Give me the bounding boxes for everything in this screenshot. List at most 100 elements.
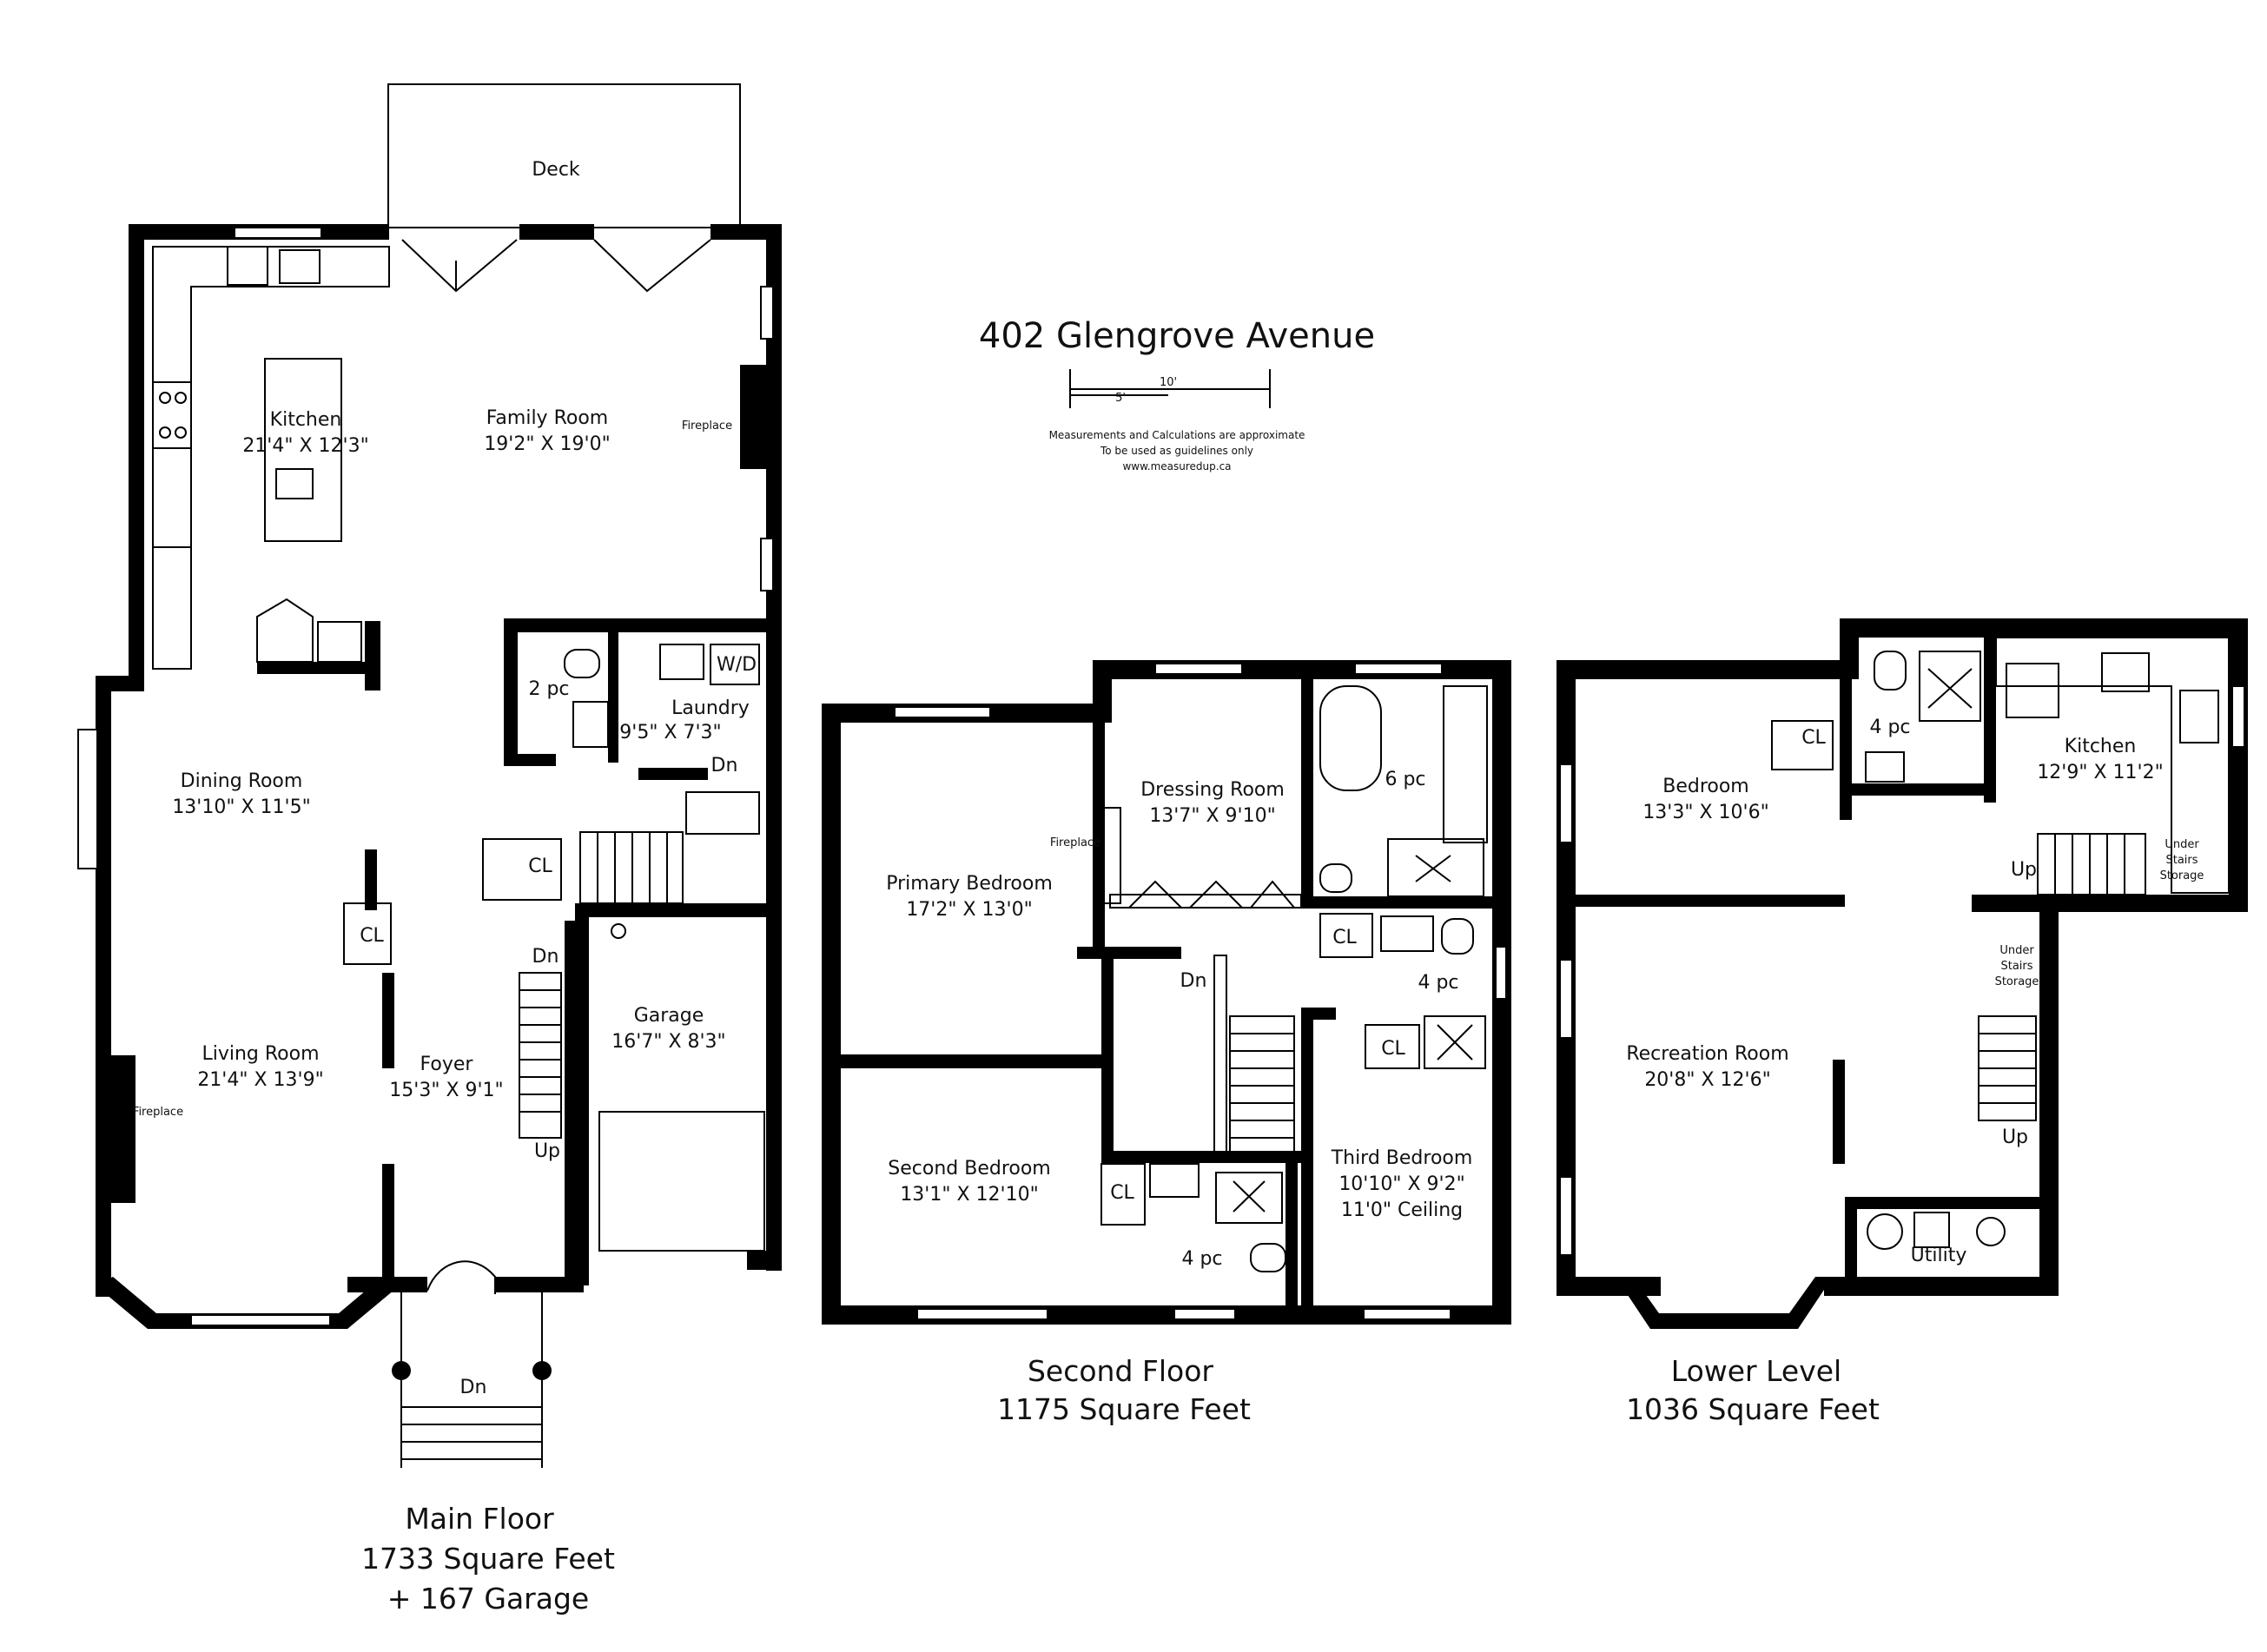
laundry-wall-bottom	[638, 768, 708, 780]
bath2-sink	[1149, 1163, 1200, 1198]
nook-counter	[317, 621, 362, 663]
lower-bedroom-label: Bedroom	[1662, 776, 1749, 797]
utility-tank	[1976, 1217, 2006, 1246]
down-label-steps: Dn	[460, 1377, 487, 1398]
powder-sink	[572, 701, 609, 748]
fireplace-family	[740, 365, 770, 469]
main-stairs	[519, 972, 562, 1139]
living-room-label: Living Room	[202, 1043, 319, 1065]
bath3-shower	[1424, 1015, 1486, 1069]
recreation-room-label: Recreation Room	[1626, 1043, 1788, 1065]
powder-wall-top	[504, 618, 766, 632]
living-foyer-partition-3	[382, 1164, 394, 1277]
dressing-closets	[1109, 894, 1302, 909]
ensuite-tub	[1319, 685, 1382, 791]
bath-second-b-label: 4 pc	[1418, 972, 1458, 994]
deck-outline	[387, 83, 741, 228]
living-room-dim: 21'4" X 13'9"	[197, 1069, 323, 1091]
down-label-laundry: Dn	[711, 755, 738, 776]
second-floor-area: 1175 Square Feet	[997, 1392, 1251, 1426]
primary-bedroom-dim: 17'2" X 13'0"	[906, 899, 1032, 921]
powder-label: 2 pc	[528, 678, 569, 700]
family-window-1	[760, 286, 774, 340]
second-wall-left	[822, 704, 841, 1325]
island-sink	[275, 468, 314, 499]
family-window-2	[760, 538, 774, 591]
deck-label: Deck	[532, 159, 580, 181]
fireplace-living	[109, 1055, 135, 1203]
closet-second-3	[1100, 1163, 1146, 1226]
bath2-shower	[1215, 1172, 1283, 1224]
dressing-doors	[1128, 880, 1295, 909]
disclaimer-line-1: Measurements and Calculations are approx…	[1049, 429, 1305, 441]
under-stairs-b-2: Stairs	[2000, 960, 2032, 973]
main-floor-area: 1733 Square Feet	[361, 1542, 615, 1576]
third-top	[1301, 1008, 1336, 1020]
lower-wall-right	[2229, 618, 2248, 910]
lower-wall-top-right	[1840, 618, 2248, 638]
laundry-sink	[659, 644, 704, 680]
deck-door-2	[593, 239, 711, 293]
front-steps	[392, 1292, 552, 1468]
burner	[175, 392, 187, 404]
lower-bath-shower	[1919, 651, 1981, 722]
closet-main-label-1: CL	[528, 856, 552, 877]
utility-top	[1845, 1197, 2039, 1209]
primary-bedroom-label: Primary Bedroom	[886, 873, 1053, 895]
garage-drain	[611, 923, 626, 939]
burner	[175, 426, 187, 439]
lower-kitchen-counter	[1995, 637, 2230, 894]
lower-wall-bottom-right	[1824, 1277, 2059, 1296]
bath-window	[1173, 1308, 1236, 1320]
ensuite-toilet	[1319, 863, 1352, 893]
lower-kitchen-label: Kitchen	[2065, 736, 2137, 757]
closet-second-label-3: CL	[1110, 1182, 1134, 1204]
labels: 402 Glengrove Avenue 10' 5' Measurements…	[133, 159, 2204, 1616]
scale-five-label: 5'	[1115, 392, 1126, 405]
closet-second-label-1: CL	[1332, 927, 1357, 948]
lower-closet	[1771, 720, 1834, 770]
ensuite-bottom	[1301, 896, 1492, 909]
ensuite-label: 6 pc	[1385, 769, 1425, 790]
kitchen-window	[234, 227, 322, 239]
utility-left	[1845, 1197, 1857, 1284]
lower-bay	[1616, 1277, 1833, 1329]
fireplace-living-label: Fireplace	[133, 1106, 183, 1119]
lower-bath-bottom	[1840, 783, 1987, 796]
lower-window-2	[1559, 959, 1573, 1039]
bath2-top	[1101, 1151, 1305, 1163]
closet-second-label-2: CL	[1381, 1038, 1405, 1060]
up-label-main: Up	[534, 1140, 560, 1162]
powder-wall-mid	[608, 632, 618, 763]
under-stairs-3: Storage	[2160, 869, 2204, 882]
lower-wall-top-left	[1556, 660, 1859, 679]
bath3-shower-x	[1437, 1024, 1473, 1061]
ensuite-left	[1301, 679, 1313, 896]
closet-main-label-2: CL	[360, 925, 384, 947]
third-bedroom-note: 11'0" Ceiling	[1341, 1199, 1463, 1221]
laundry-dim: 9'5" X 7'3"	[619, 722, 721, 743]
foyer-dim: 15'3" X 9'1"	[389, 1080, 503, 1101]
third-left	[1301, 1020, 1313, 1306]
lower-bedroom-dim: 13'3" X 10'6"	[1642, 802, 1768, 823]
lower-window-3	[1559, 1176, 1573, 1256]
lower-stairs-main	[1978, 1015, 2037, 1121]
ensuite-window	[1354, 663, 1443, 675]
garage-wall-left	[575, 903, 589, 1285]
lower-bath-left	[1840, 638, 1852, 820]
closet-main-1	[343, 902, 392, 965]
second-bedroom-label: Second Bedroom	[888, 1158, 1050, 1180]
bath2-right	[1286, 1151, 1298, 1307]
kitchen-nook-wall	[257, 662, 379, 674]
under-stairs-1: Under	[2165, 838, 2199, 851]
washer-dryer-label: W/D	[717, 654, 757, 676]
primary-second-divider	[841, 1054, 1101, 1068]
closet-second-1	[1319, 913, 1373, 958]
dining-room-label: Dining Room	[181, 770, 303, 792]
water-heater	[1913, 1212, 1950, 1248]
bath3-toilet	[1441, 918, 1474, 955]
scale-ten-label: 10'	[1160, 376, 1177, 389]
front-door	[426, 1260, 496, 1294]
closet-main-2	[482, 838, 562, 901]
second-bed-window	[916, 1308, 1048, 1320]
